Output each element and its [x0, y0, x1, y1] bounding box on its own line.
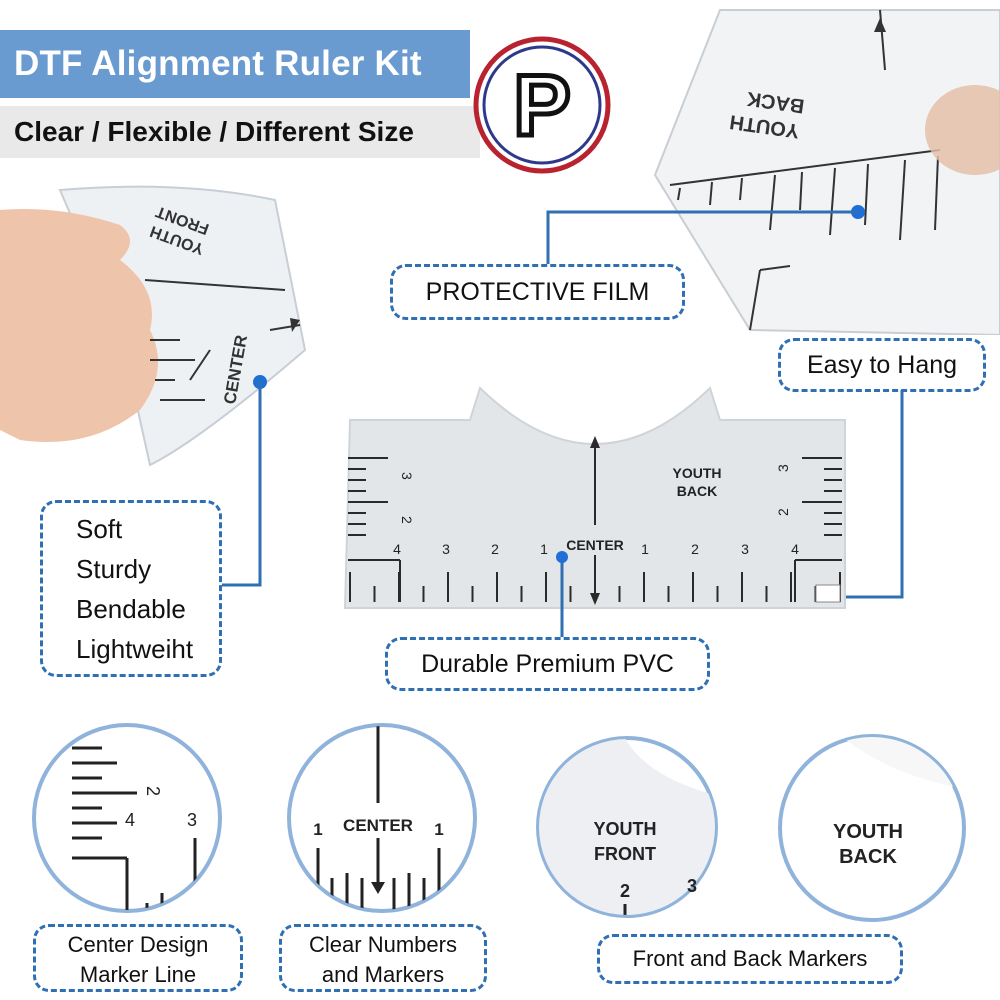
- ruler-corner-photo: YOUTH BACK: [653, 9, 1000, 335]
- ruler-center-label: CENTER: [566, 537, 624, 553]
- feature-bendable: Bendable: [76, 594, 186, 624]
- features-callout: Soft Sturdy Bendable Lightweiht: [40, 500, 222, 677]
- zoom2-center: CENTER: [343, 816, 413, 835]
- center-design-line1: Center Design: [67, 932, 209, 957]
- ruler-back-label: BACK: [677, 483, 717, 499]
- zoom-circle-marker-line: 2 4 3: [32, 723, 222, 913]
- finger-shape: [925, 85, 1000, 175]
- ruler-vnum-left-2: 2: [399, 516, 415, 524]
- zoom1-num-2: 2: [143, 786, 163, 796]
- zoom-circle-youth-back: YOUTH BACK: [778, 734, 966, 922]
- features-connector: [220, 380, 262, 587]
- durable-connector: [556, 551, 568, 640]
- ruler-num-left-1: 1: [540, 541, 548, 557]
- durable-callout: Durable Premium PVC: [385, 637, 710, 691]
- center-design-callout: Center Design Marker Line: [33, 924, 243, 992]
- ruler-num-left-3: 3: [442, 541, 450, 557]
- zoom4-back: BACK: [839, 846, 897, 868]
- ruler-vnum-right-3: 3: [775, 464, 791, 472]
- brand-logo: P: [473, 36, 611, 174]
- hand-shape: [0, 209, 158, 442]
- zoom2-num-left: 1: [313, 820, 322, 839]
- zoom-circle-center: CENTER 1 1: [287, 723, 477, 913]
- ruler-vnum-right-2: 2: [775, 508, 791, 516]
- ruler-vnum-left-3: 3: [399, 472, 415, 480]
- banner-subtitle: Clear / Flexible / Different Size: [0, 106, 480, 158]
- clear-numbers-callout: Clear Numbers and Markers: [279, 924, 487, 992]
- ruler-horizontal-numbers: 4 3 2 1 1 2 3 4: [393, 541, 799, 557]
- zoom3-num-2: 2: [620, 881, 630, 901]
- main-ruler: YOUTH BACK CENTER 4 3 2 1 1 2 3 4 3 2 3 …: [343, 386, 846, 609]
- logo-letter: P: [513, 58, 570, 154]
- zoom-circle-youth-front: YOUTH FRONT 2 3: [536, 736, 718, 918]
- ruler-num-left-2: 2: [491, 541, 499, 557]
- front-back-callout: Front and Back Markers: [597, 934, 903, 984]
- protective-film-text: PROTECTIVE FILM: [425, 278, 650, 306]
- ruler-youth-label: YOUTH: [673, 465, 722, 481]
- front-back-text: Front and Back Markers: [632, 946, 868, 971]
- zoom2-num-right: 1: [434, 820, 443, 839]
- durable-text: Durable Premium PVC: [421, 650, 674, 678]
- feature-soft: Soft: [76, 514, 123, 544]
- ruler-num-right-1: 1: [641, 541, 649, 557]
- zoom3-youth: YOUTH: [594, 819, 657, 839]
- hang-hole: [815, 584, 841, 603]
- ruler-num-left-4: 4: [393, 541, 401, 557]
- feature-sturdy: Sturdy: [76, 554, 152, 584]
- ruler-num-right-4: 4: [791, 541, 799, 557]
- zoom1-num-4: 4: [125, 810, 135, 830]
- center-design-line2: Marker Line: [79, 962, 197, 987]
- ruler-num-right-3: 3: [741, 541, 749, 557]
- protective-film-connector: [546, 210, 858, 270]
- zoom3-front: FRONT: [594, 844, 656, 864]
- zoom3-num-3: 3: [687, 876, 697, 896]
- clear-numbers-line1: Clear Numbers: [309, 932, 457, 957]
- zoom1-num-3: 3: [187, 810, 197, 830]
- ruler-corner-sheet: [653, 9, 1000, 335]
- ruler-num-right-2: 2: [691, 541, 699, 557]
- easy-to-hang-text: Easy to Hang: [806, 351, 958, 379]
- feature-lightweight: Lightweiht: [76, 634, 194, 664]
- easy-to-hang-callout: Easy to Hang: [778, 338, 986, 392]
- zoom4-youth: YOUTH: [833, 821, 903, 843]
- logo-inner-ring: [482, 45, 602, 165]
- banner-title: DTF Alignment Ruler Kit: [0, 30, 470, 98]
- clear-numbers-line2: and Markers: [321, 962, 445, 987]
- bending-ruler-photo: YOUTH FRONT CENTER: [0, 185, 307, 467]
- protective-film-callout: PROTECTIVE FILM: [390, 264, 685, 320]
